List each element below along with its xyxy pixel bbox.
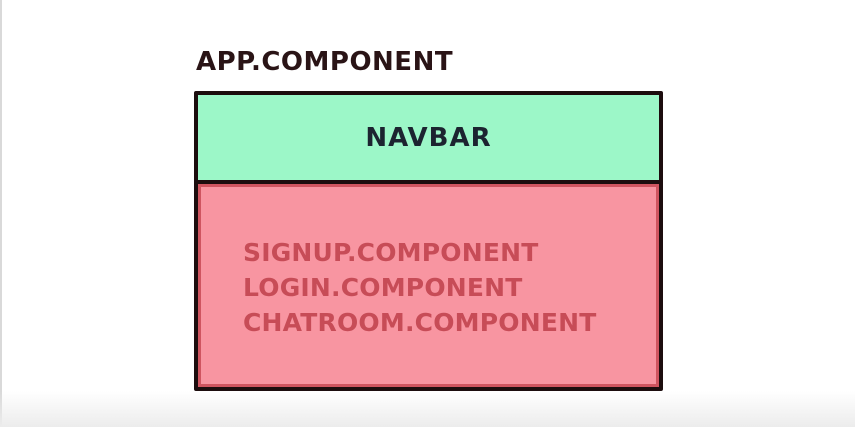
router-content-section: SIGNUP.COMPONENT LOGIN.COMPONENT CHATROO… bbox=[198, 184, 659, 387]
component-list: SIGNUP.COMPONENT LOGIN.COMPONENT CHATROO… bbox=[243, 235, 597, 340]
left-edge-line bbox=[0, 0, 2, 427]
bottom-shadow bbox=[0, 391, 855, 427]
navbar-section: NAVBAR bbox=[198, 95, 659, 184]
login-component-label: LOGIN.COMPONENT bbox=[243, 273, 523, 302]
app-component-box: NAVBAR SIGNUP.COMPONENT LOGIN.COMPONENT … bbox=[194, 91, 663, 391]
chatroom-component-label: CHATROOM.COMPONENT bbox=[243, 308, 597, 337]
signup-component-label: SIGNUP.COMPONENT bbox=[243, 238, 539, 267]
app-component-title: APP.COMPONENT bbox=[196, 47, 454, 77]
navbar-label: NAVBAR bbox=[365, 122, 492, 153]
